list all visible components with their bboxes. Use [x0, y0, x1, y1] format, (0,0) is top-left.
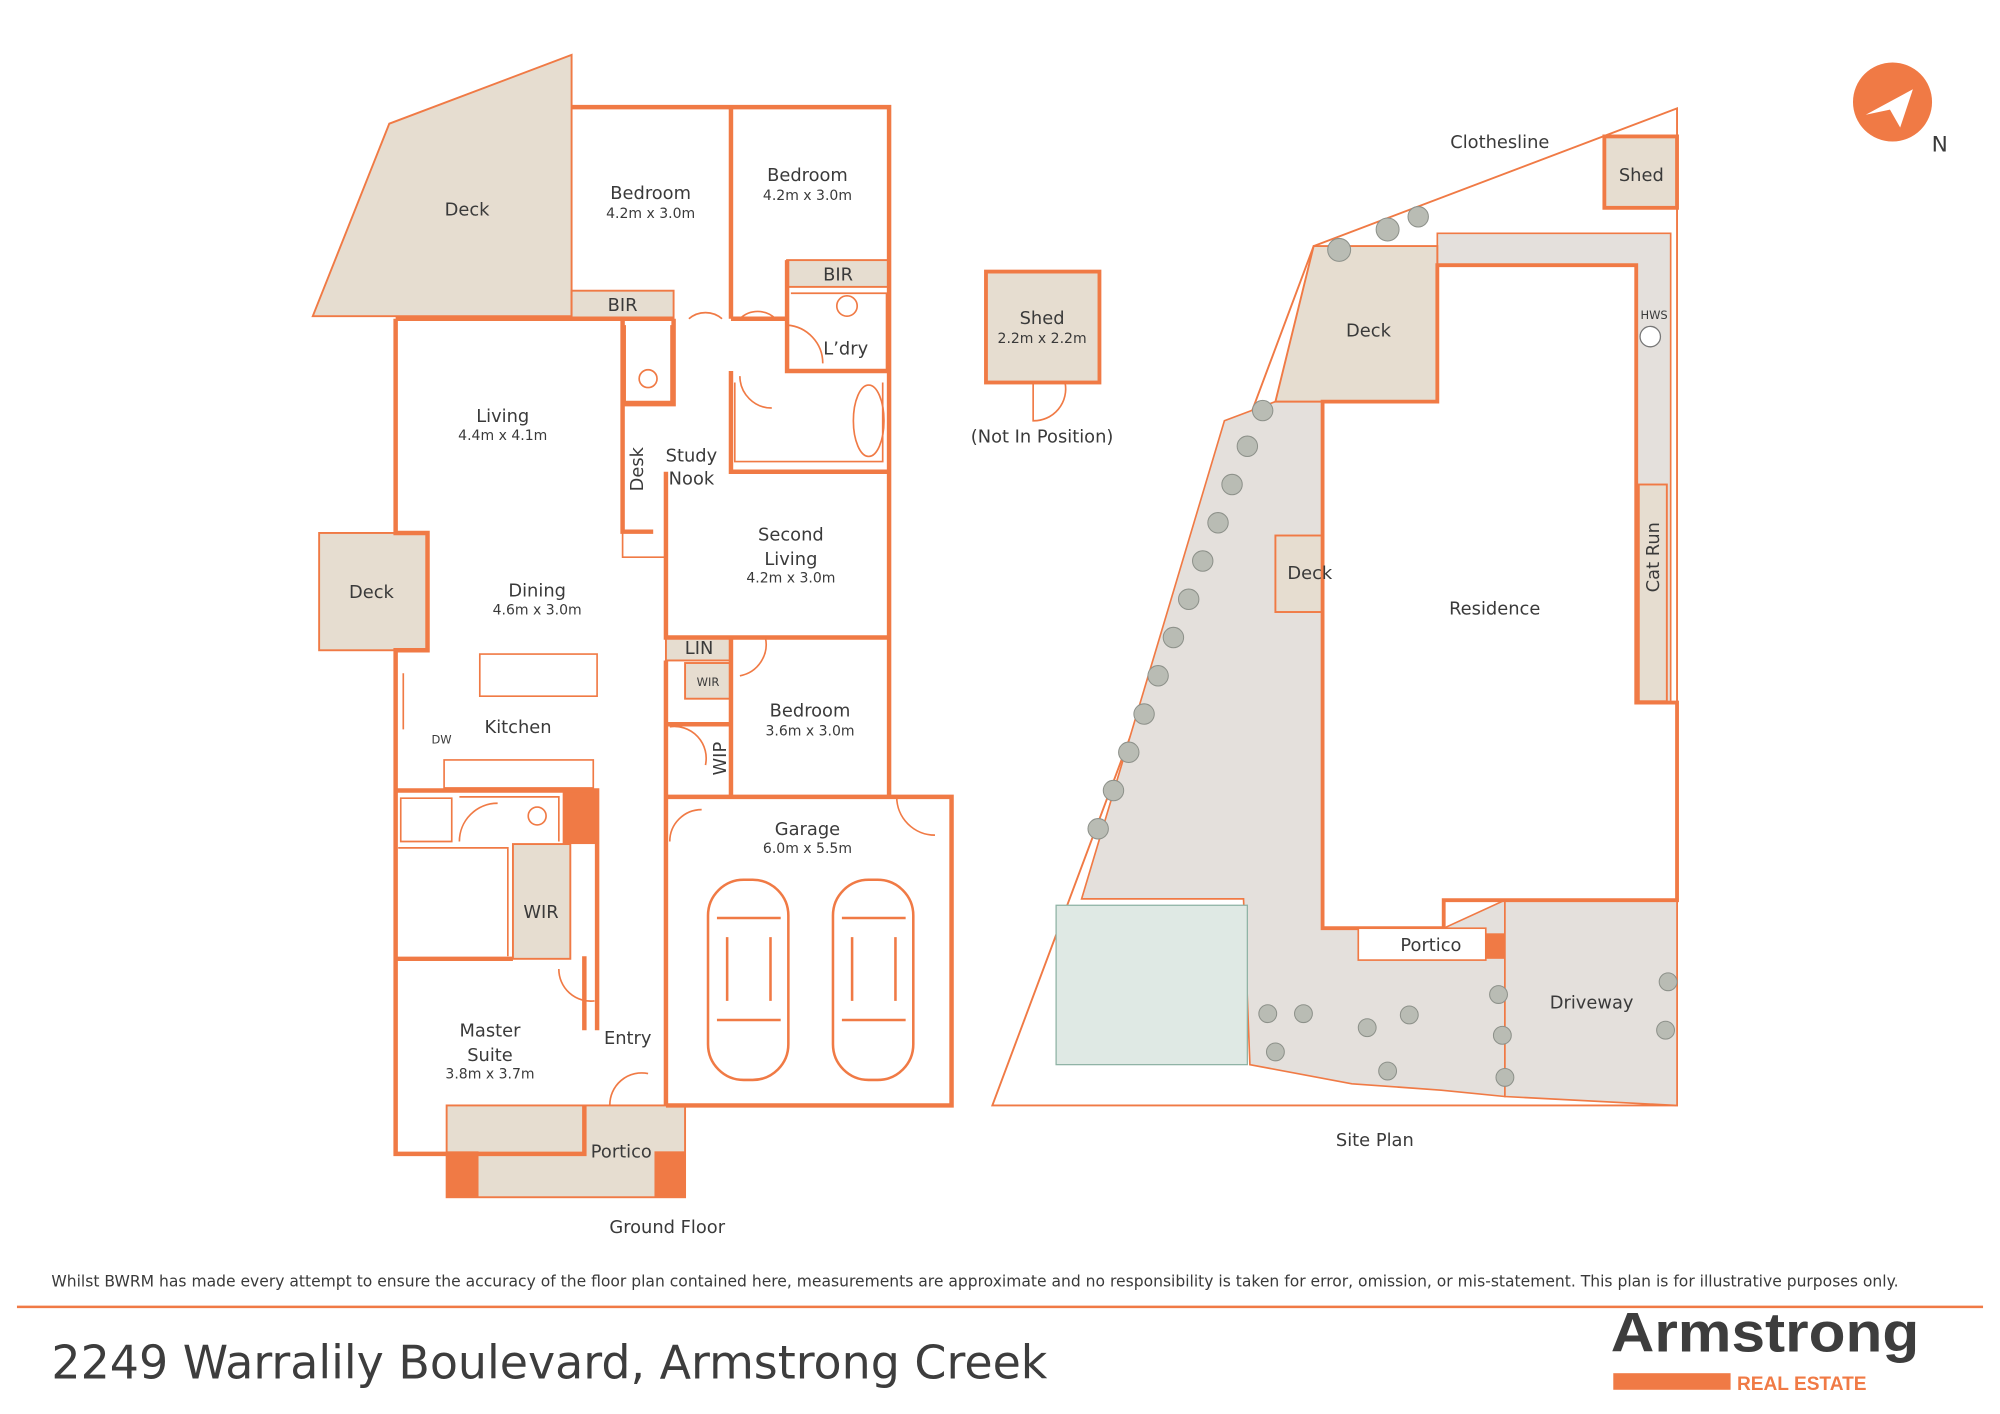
garage-dim: 6.0m x 5.5m	[763, 841, 852, 857]
bir1-label: BIR	[608, 295, 638, 316]
washer-icon	[835, 294, 859, 318]
site-portico	[1357, 927, 1487, 961]
door-swings	[458, 310, 935, 1106]
bir2-label: BIR	[823, 265, 853, 286]
bedroom2-label: Bedroom	[767, 165, 848, 186]
dining-label: Dining	[508, 581, 566, 602]
logo-main: Armstrong	[1611, 1301, 1920, 1364]
clothesline-label: Clothesline	[1450, 132, 1549, 153]
study-label-2: Nook	[669, 469, 715, 490]
site-shed	[1602, 134, 1679, 210]
shed-label: Shed	[1020, 308, 1065, 329]
tree-icons	[1087, 206, 1678, 1087]
site-plan: Clothesline Shed Deck HWS Deck Residence…	[990, 106, 1679, 1151]
compass-icon: N	[1852, 62, 1948, 158]
disclaimer: Whilst BWRM has made every attempt to en…	[51, 1272, 1898, 1290]
laundry-label: L’dry	[823, 338, 868, 359]
hws-icon	[1639, 325, 1662, 348]
compass-label: N	[1932, 133, 1948, 158]
wir-master	[511, 843, 572, 960]
cat-run-label: Cat Run	[1643, 522, 1664, 592]
driveway-label: Driveway	[1550, 993, 1634, 1014]
site-portico-pillar	[1485, 933, 1505, 959]
shed-note: (Not In Position)	[971, 426, 1114, 447]
bedroom3-label: Bedroom	[770, 701, 851, 722]
property-address: 2249 Warralily Boulevard, Armstrong Cree…	[51, 1335, 1047, 1389]
cat-run	[1637, 483, 1668, 703]
shed	[984, 269, 1102, 385]
portico-pillar-right	[654, 1151, 686, 1198]
wir-small-label: WIR	[697, 675, 720, 689]
second-living-label-2: Living	[764, 549, 817, 570]
shed-door	[1032, 382, 1067, 422]
master-label-2: Suite	[467, 1045, 513, 1066]
lin-label: LIN	[685, 638, 714, 659]
bedroom1-label: Bedroom	[610, 183, 691, 204]
residence-label: Residence	[1449, 599, 1540, 620]
site-shed-label: Shed	[1619, 165, 1664, 186]
wip-label: WIP	[710, 742, 731, 776]
armstrong-logo: Armstrong REAL ESTATE	[1611, 1301, 1920, 1395]
wir-master-label: WIR	[523, 902, 558, 923]
shed-dim: 2.2m x 2.2m	[998, 331, 1087, 347]
garden-bed	[1055, 904, 1248, 1066]
deck-side-label: Deck	[349, 582, 395, 603]
toilet-icon	[638, 368, 658, 389]
second-living-dim: 4.2m x 3.0m	[746, 571, 835, 587]
fixtures	[398, 292, 888, 957]
garage-label: Garage	[775, 819, 840, 840]
master-dim: 3.8m x 3.7m	[445, 1067, 534, 1083]
car-icon	[706, 878, 915, 1082]
wir-small	[684, 662, 732, 700]
site-deck1-label: Deck	[1346, 321, 1392, 342]
deck-main-label: Deck	[445, 199, 491, 220]
deck-main	[311, 53, 573, 318]
entry-label: Entry	[604, 1028, 652, 1049]
logo-sub: REAL ESTATE	[1737, 1374, 1867, 1395]
portico-area	[445, 1104, 687, 1199]
site-deck2-label: Deck	[1287, 563, 1333, 584]
dw-label: DW	[431, 732, 451, 746]
logo-bar	[1613, 1373, 1731, 1390]
site-portico-label: Portico	[1400, 935, 1461, 956]
study-label-1: Study	[666, 446, 718, 467]
master-column	[562, 790, 598, 845]
portico-label: Portico	[591, 1142, 652, 1163]
second-living-label-1: Second	[758, 525, 824, 546]
master-label-1: Master	[460, 1021, 522, 1042]
living-dim: 4.4m x 4.1m	[458, 428, 547, 444]
deck-side	[318, 532, 429, 652]
desk-label: Desk	[627, 446, 648, 491]
bedroom1-dim: 4.2m x 3.0m	[606, 206, 695, 222]
portico-pillar-left	[446, 1151, 479, 1198]
ensuite-toilet-icon	[527, 806, 547, 826]
residence	[1320, 263, 1679, 931]
bathtub-icon	[852, 384, 885, 458]
kitchen-label: Kitchen	[485, 717, 552, 738]
hws-label: HWS	[1640, 308, 1667, 322]
floor-plan: Deck Bedroom 4.2m x 3.0m Bedroom 4.2m x …	[311, 53, 1114, 1238]
site-plan-caption: Site Plan	[1336, 1130, 1414, 1151]
ground-floor-caption: Ground Floor	[609, 1217, 725, 1238]
dining-dim: 4.6m x 3.0m	[493, 603, 582, 619]
bedroom3-dim: 3.6m x 3.0m	[765, 724, 854, 740]
living-label: Living	[476, 406, 529, 427]
bedroom2-dim: 4.2m x 3.0m	[763, 188, 852, 204]
